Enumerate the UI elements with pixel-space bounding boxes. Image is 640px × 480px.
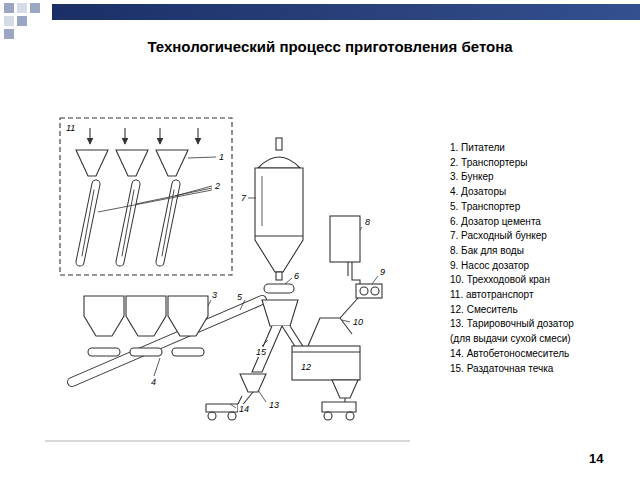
callout-number: 5: [236, 292, 243, 302]
callout-number: 10: [352, 317, 364, 327]
bunkers: [84, 296, 208, 336]
legend-item: 7. Расходный бункер: [450, 229, 635, 244]
decor-squares: [4, 3, 40, 39]
footer-rule: [45, 441, 410, 442]
callout-number: 9: [379, 267, 386, 277]
feeders: [76, 150, 188, 176]
callout-number: 4: [150, 377, 157, 387]
callout-number: 6: [293, 271, 300, 281]
callout-number: 8: [364, 217, 371, 227]
water-pipe: [352, 262, 360, 284]
legend-item: 10. Трехходовой кран: [450, 273, 635, 288]
feeder-belts: [80, 184, 176, 262]
callout-number: 13: [268, 400, 280, 410]
legend-item: 9. Насос дозатор: [450, 259, 635, 274]
legend-item: 6. Дозатор цемента: [450, 215, 635, 230]
callout-number: 12: [300, 362, 312, 372]
page-number: 14: [589, 451, 603, 466]
cement-silo: [255, 138, 303, 280]
callout-number: 2: [214, 181, 221, 191]
delivery-arrows: [90, 128, 198, 144]
legend-item: 13. Тарировочный дозатор (для выдачи сух…: [450, 317, 590, 346]
aggregate-dosers: [88, 348, 204, 356]
callout-number: 15: [255, 347, 267, 357]
truck-mixer: [206, 396, 242, 420]
callout-number: 1: [218, 152, 225, 162]
slide-title: Технологический процесс приготовления бе…: [80, 38, 580, 55]
legend-item: 15. Раздаточная течка: [450, 362, 635, 377]
legend-item: 8. Бак для воды: [450, 244, 635, 259]
valve-pipe: [308, 298, 358, 346]
legend-item: 1. Питатели: [450, 141, 635, 156]
legend-item: 4. Дозаторы: [450, 185, 635, 200]
callout-number: 14: [238, 404, 250, 414]
leader-lines: [98, 157, 378, 408]
legend-item: 2. Транспортеры: [450, 156, 635, 171]
pump-doser: [356, 284, 382, 298]
legend-item: 12. Смеситель: [450, 303, 635, 318]
tare-doser: [240, 374, 266, 392]
water-tank: [330, 216, 360, 262]
header-bar: [52, 4, 640, 20]
legend-item: 3. Бункер: [450, 170, 635, 185]
mixer: [292, 346, 360, 398]
legend-item: 11. автотранспорт: [450, 288, 635, 303]
callout-number: 11: [65, 123, 76, 133]
legend-item: 5. Транспортер: [450, 200, 635, 215]
cement-doser: [264, 284, 294, 293]
callout-number: 7: [240, 193, 247, 203]
delivery-area: [60, 118, 232, 275]
legend-item: 14. Автобетоносмеситель: [450, 347, 635, 362]
callout-number: 3: [211, 290, 218, 300]
vehicle: [322, 398, 356, 420]
